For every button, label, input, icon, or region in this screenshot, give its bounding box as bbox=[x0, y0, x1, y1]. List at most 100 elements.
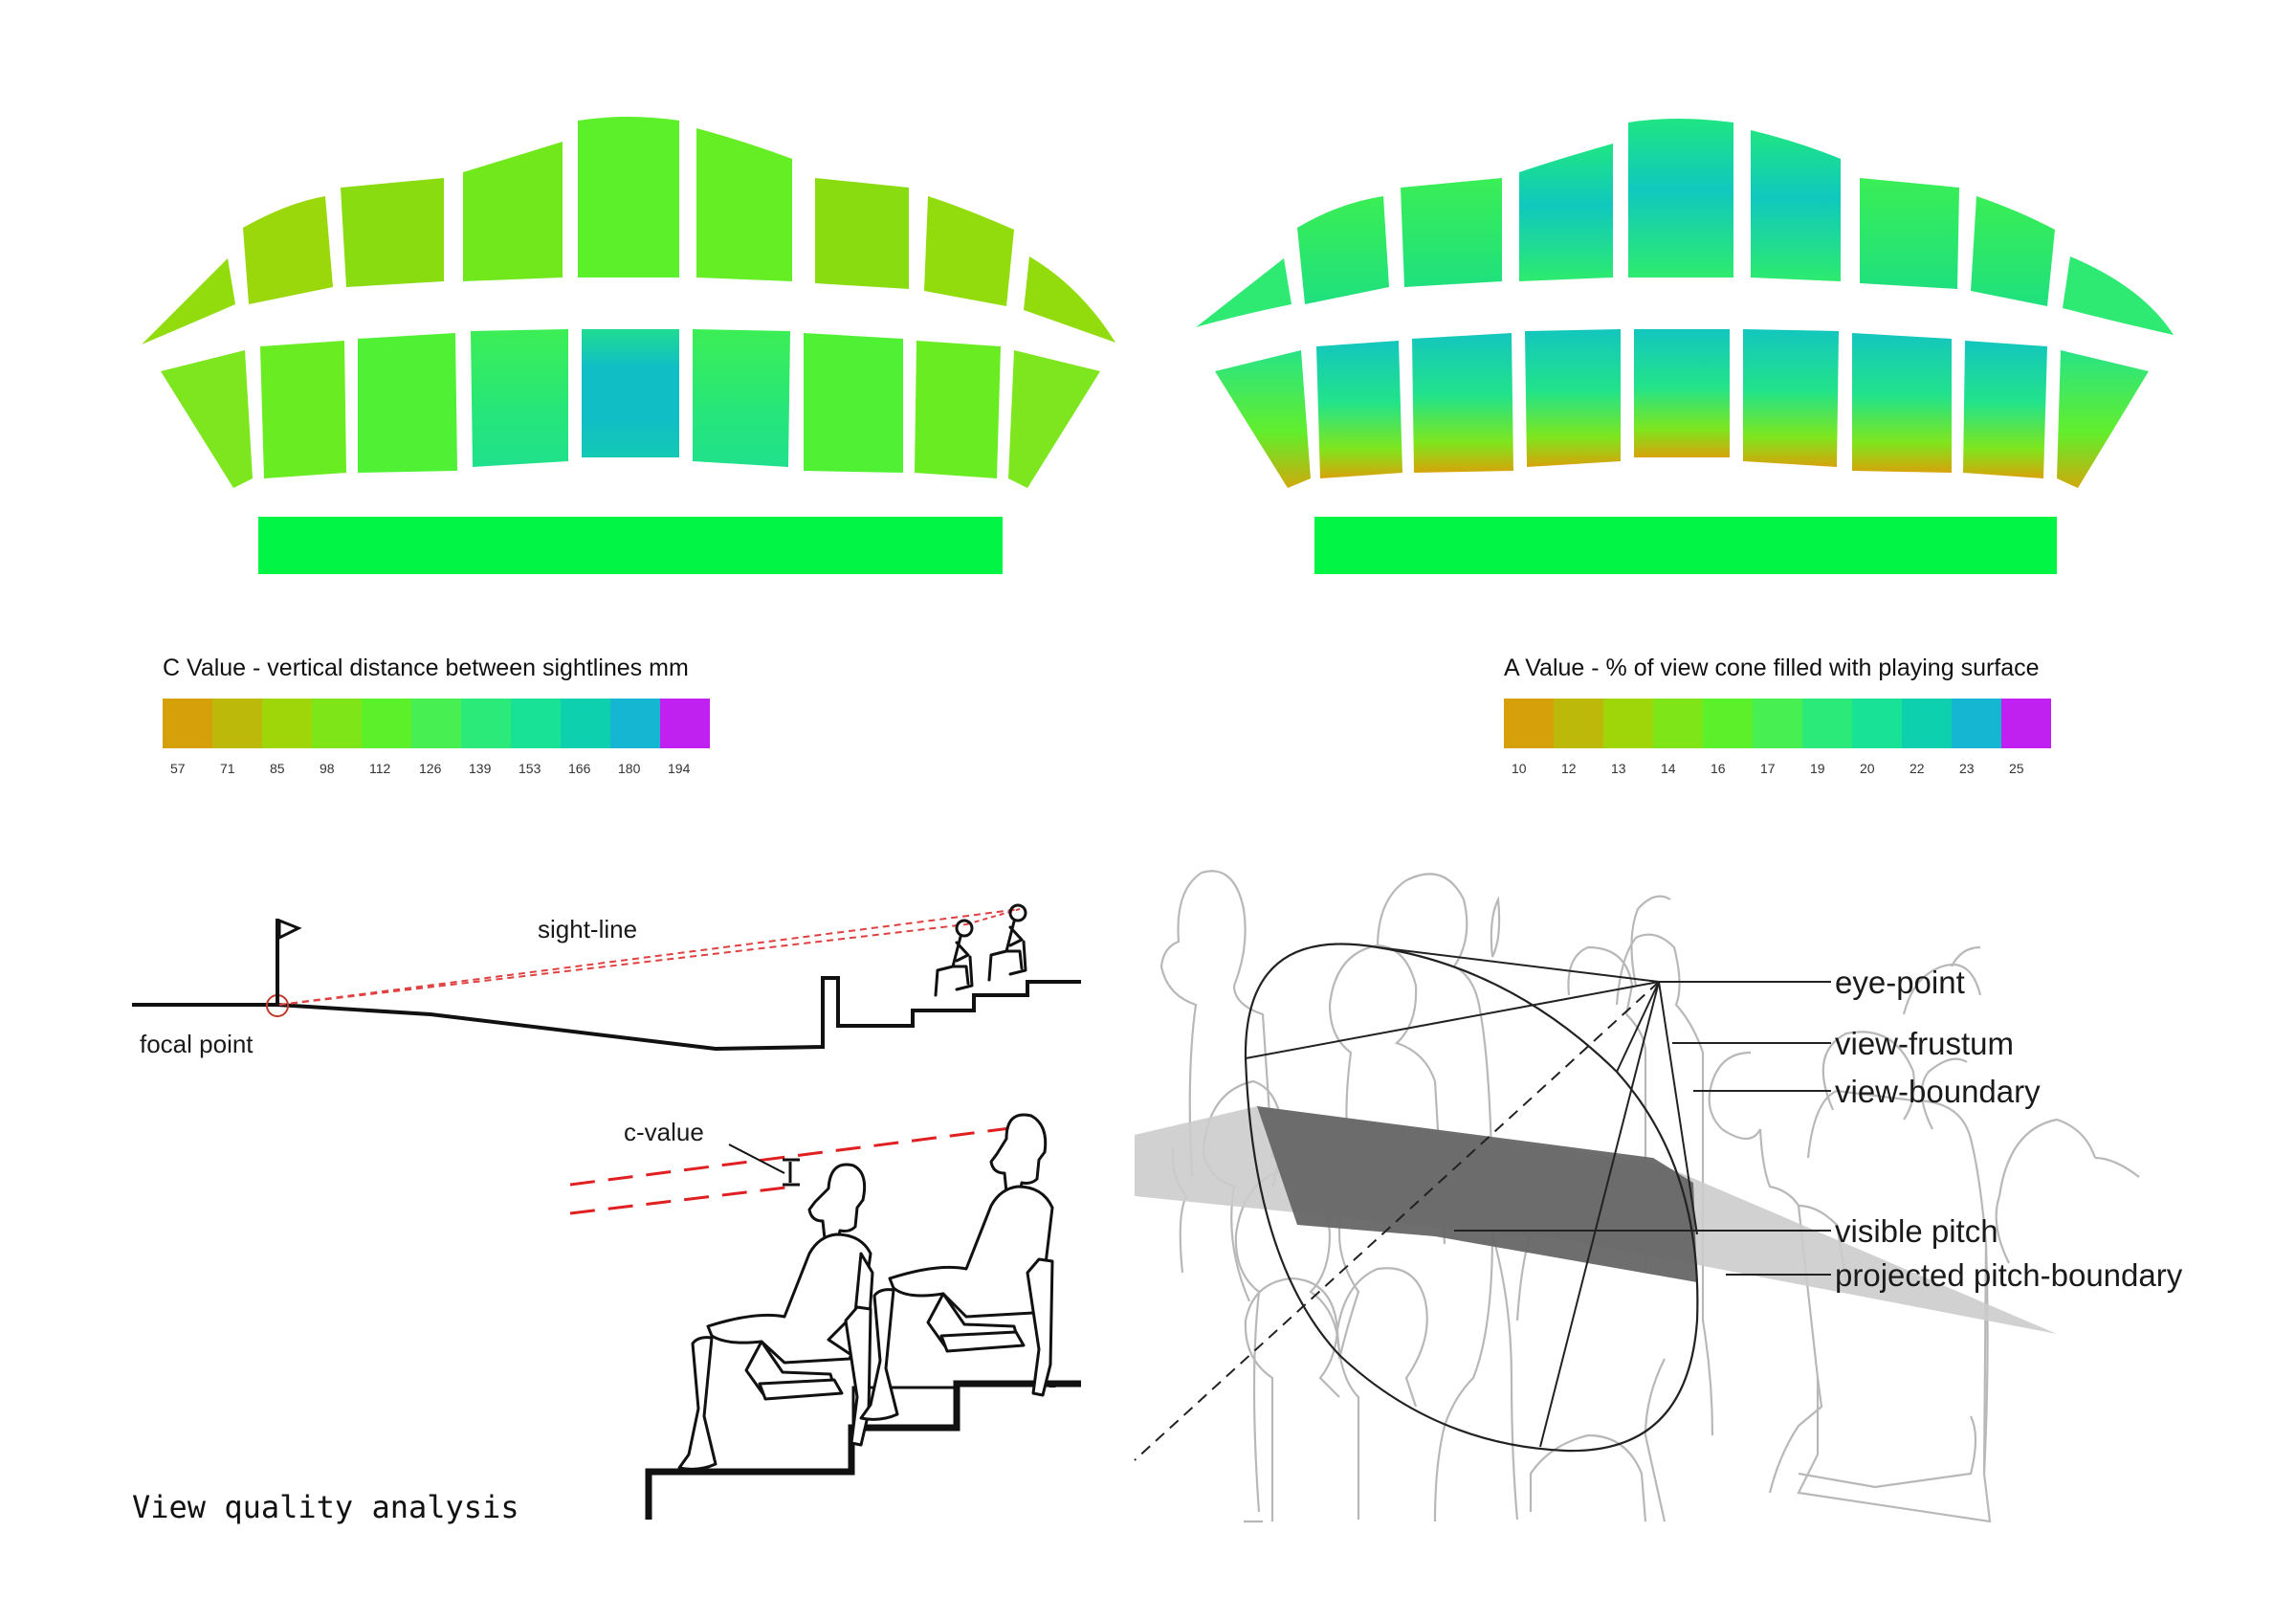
c-legend-tick: 194 bbox=[668, 761, 691, 776]
c-lower-section-5 bbox=[582, 329, 679, 457]
c-legend-colorbar bbox=[163, 699, 710, 748]
a-legend-tick: 23 bbox=[1959, 761, 1975, 776]
a-legend-swatch bbox=[1703, 699, 1753, 748]
c-lower-section-1 bbox=[161, 350, 253, 488]
a-upper-section-3 bbox=[1401, 178, 1502, 287]
c-value-heatmap bbox=[142, 117, 1115, 574]
c-legend-tick: 126 bbox=[419, 761, 442, 776]
c-lower-section-7 bbox=[804, 333, 903, 473]
a-upper-section-4 bbox=[1519, 144, 1613, 281]
c-value-seating-diagram: c-value bbox=[569, 1113, 1081, 1520]
a-legend-tick: 16 bbox=[1711, 761, 1726, 776]
a-lower-section-9 bbox=[2057, 350, 2149, 488]
c-lower-section-9 bbox=[1008, 350, 1100, 488]
a-lower-section-5 bbox=[1634, 329, 1730, 457]
a-lower-section-7 bbox=[1852, 333, 1952, 473]
c-legend-tick: 166 bbox=[568, 761, 591, 776]
c-lower-section-4 bbox=[471, 329, 568, 467]
sight-line-label: sight-line bbox=[538, 915, 637, 944]
c-legend-swatch bbox=[561, 699, 610, 748]
a-lower-section-3 bbox=[1412, 333, 1513, 473]
c-legend-swatch bbox=[511, 699, 561, 748]
visible-pitch-label: visible pitch bbox=[1835, 1213, 1998, 1249]
focal-point-label: focal point bbox=[140, 1030, 254, 1058]
a-legend-tick: 10 bbox=[1512, 761, 1527, 776]
c-legend-swatch bbox=[362, 699, 411, 748]
a-legend-swatch bbox=[1952, 699, 2001, 748]
sight-line-ray-1 bbox=[278, 923, 967, 1006]
a-legend-tick: 22 bbox=[1910, 761, 1925, 776]
ground-profile bbox=[132, 976, 1081, 1052]
c-value-leader bbox=[728, 1144, 785, 1174]
c-legend-tick: 71 bbox=[220, 761, 235, 776]
a-legend-tick: 20 bbox=[1860, 761, 1875, 776]
a-legend-swatch bbox=[1902, 699, 1952, 748]
c-legend-tick: 153 bbox=[519, 761, 541, 776]
c-upper-section-1 bbox=[142, 258, 235, 344]
c-upper-section-9 bbox=[1024, 256, 1115, 343]
c-legend-swatch bbox=[312, 699, 362, 748]
a-upper-section-6 bbox=[1751, 130, 1841, 281]
c-upper-section-4 bbox=[463, 142, 563, 281]
c-legend-swatch bbox=[461, 699, 511, 748]
c-lower-section-3 bbox=[358, 333, 457, 473]
a-lower-section-8 bbox=[1963, 341, 2047, 478]
a-legend-tick: 14 bbox=[1661, 761, 1676, 776]
view-frustum-lines bbox=[1245, 946, 1698, 1448]
c-upper-section-6 bbox=[696, 128, 792, 281]
c-legend-tick: 57 bbox=[170, 761, 186, 776]
sightline-section-diagram: sight-line focal point bbox=[132, 903, 1081, 1058]
c-upper-section-7 bbox=[815, 178, 909, 289]
c-upper-section-3 bbox=[341, 178, 444, 287]
c-legend-swatch bbox=[411, 699, 461, 748]
c-pitch bbox=[258, 517, 1003, 574]
c-legend-tick: 139 bbox=[469, 761, 492, 776]
caption: View quality analysis bbox=[132, 1489, 519, 1525]
a-legend-tick: 13 bbox=[1611, 761, 1626, 776]
a-legend-swatch bbox=[1753, 699, 1802, 748]
sight-line-ray-2 bbox=[278, 908, 1021, 1006]
c-legend-tick: 98 bbox=[320, 761, 335, 776]
c-lower-section-2 bbox=[260, 341, 346, 478]
view-frustum-label: view-frustum bbox=[1835, 1026, 2014, 1061]
c-legend-swatch bbox=[212, 699, 262, 748]
c-legend-swatch bbox=[660, 699, 710, 748]
c-legend-swatch bbox=[163, 699, 212, 748]
c-upper-section-2 bbox=[243, 196, 333, 304]
a-legend-tick: 19 bbox=[1810, 761, 1825, 776]
a-lower-section-1 bbox=[1215, 350, 1311, 488]
a-pitch bbox=[1314, 517, 2057, 574]
a-value-heatmap bbox=[1196, 119, 2174, 574]
a-legend-colorbar bbox=[1504, 699, 2051, 748]
a-legend-swatch bbox=[1653, 699, 1703, 748]
a-legend-swatch bbox=[2001, 699, 2051, 748]
a-legend-swatch bbox=[1802, 699, 1852, 748]
c-legend-tick: 112 bbox=[369, 761, 391, 776]
projected-pitch-boundary-label: projected pitch-boundary bbox=[1835, 1257, 2183, 1293]
c-upper-section-8 bbox=[924, 196, 1014, 306]
front-seated-person bbox=[677, 1163, 874, 1471]
small-spectator-2 bbox=[987, 903, 1027, 982]
a-legend-swatch bbox=[1852, 699, 1902, 748]
eye-point-label: eye-point bbox=[1835, 965, 1965, 1000]
a-upper-section-2 bbox=[1297, 196, 1389, 304]
a-legend-tick: 25 bbox=[2009, 761, 2024, 776]
a-legend-swatch bbox=[1554, 699, 1603, 748]
c-legend-title: C Value - vertical distance between sigh… bbox=[163, 655, 689, 681]
back-seated-person bbox=[859, 1113, 1054, 1421]
a-upper-section-5 bbox=[1628, 119, 1733, 278]
a-legend-tick: 12 bbox=[1561, 761, 1577, 776]
visible-pitch bbox=[1257, 1106, 1697, 1282]
view-cone-diagram: eye-point view-frustum view-boundary vis… bbox=[1134, 870, 2183, 1523]
a-lower-section-2 bbox=[1316, 341, 1402, 478]
flag-icon bbox=[277, 918, 302, 941]
c-legend-tick: 180 bbox=[618, 761, 641, 776]
a-upper-section-8 bbox=[1971, 196, 2055, 306]
small-spectator-1 bbox=[934, 919, 974, 997]
a-legend-ticks: 10 12 13 14 16 17 19 20 22 23 25 bbox=[1512, 761, 2024, 776]
a-legend-tick: 17 bbox=[1760, 761, 1776, 776]
step-riser bbox=[851, 1386, 957, 1426]
